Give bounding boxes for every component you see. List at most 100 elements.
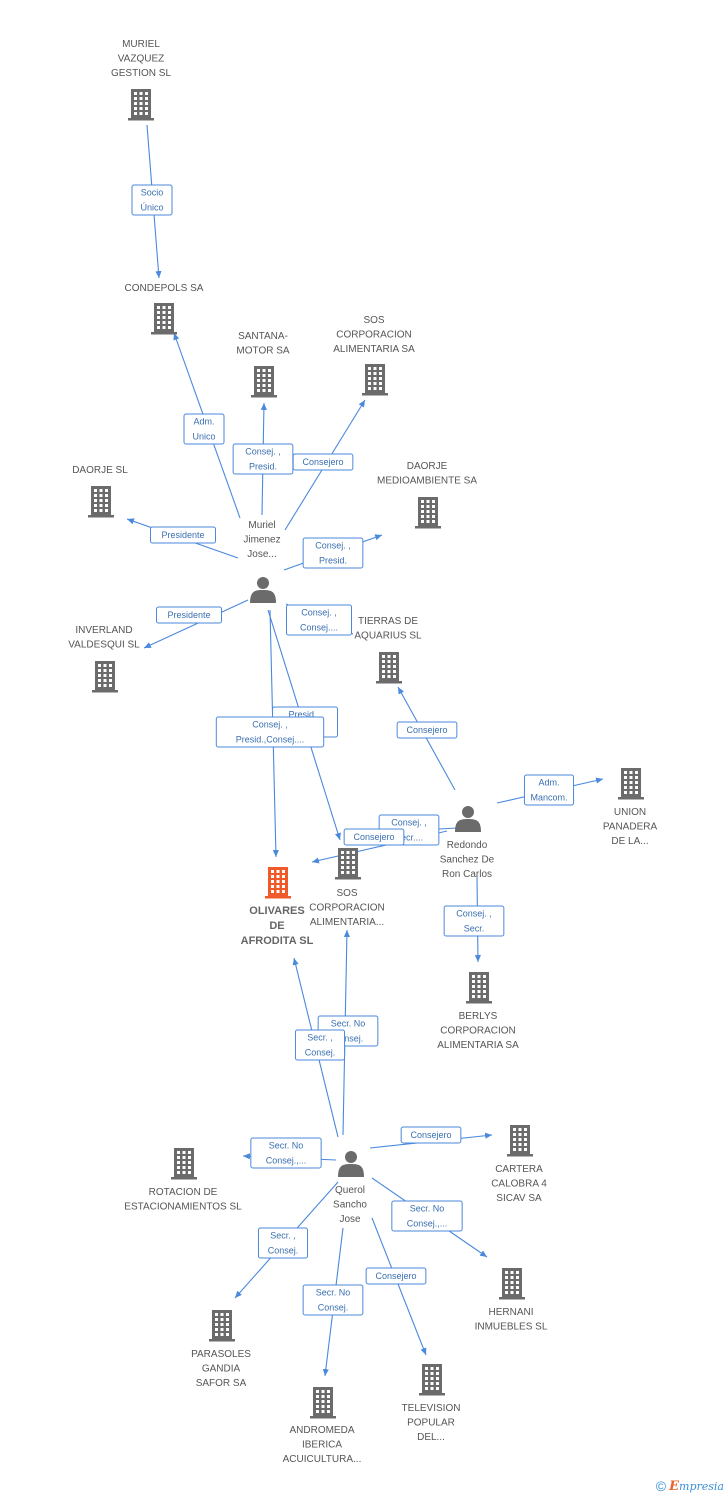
edge-label-box: [156, 606, 222, 624]
node-label-line: TELEVISION: [402, 1403, 461, 1414]
node-label: CONDEPOLS SA: [125, 283, 204, 294]
company-node-cartera[interactable]: CARTERA CALOBRA 4 SICAV SA: [491, 1125, 547, 1204]
edge-label-line: Consej. ,: [391, 818, 427, 828]
edge-label-muriel_jimenez-daorje[interactable]: Presidente: [150, 526, 216, 544]
edge-label-box: [396, 721, 458, 739]
building-icon: [415, 497, 441, 529]
node-label-line: DE: [269, 920, 284, 932]
building-icon: [209, 1310, 235, 1342]
edge-label-box: [400, 1126, 462, 1144]
edge-label-line: Presidente: [161, 530, 204, 540]
node-label-line: VALDESQUI SL: [68, 640, 140, 651]
company-node-daorje[interactable]: DAORJE SL: [72, 465, 128, 518]
edge-label-line: Consejero: [353, 832, 394, 842]
edge-label-box: [183, 413, 225, 445]
edge-label-line: Secr. No: [269, 1141, 304, 1151]
edge-label-box: [443, 905, 505, 937]
person-icon: [250, 577, 276, 603]
edge-label-line: Consejero: [406, 725, 447, 735]
node-label-line: Querol: [335, 1185, 365, 1196]
person-icon: [455, 806, 481, 832]
edge-label-box: [292, 453, 354, 471]
edge-label-text: Consejero: [353, 832, 394, 842]
node-label-line: SICAV SA: [496, 1193, 542, 1204]
edge-label-line: Unico: [192, 432, 215, 442]
building-icon: [376, 652, 402, 684]
edge-label-muriel_jimenez-daorje_med[interactable]: Consej. ,Presid.: [302, 537, 364, 569]
edge-label-box: [391, 1200, 463, 1232]
edge-label-querol-cartera[interactable]: Consejero: [400, 1126, 462, 1144]
node-label-line: ANDROMEDA: [289, 1425, 354, 1436]
edge-label-box: [150, 526, 216, 544]
edge-label-redondo-tierras[interactable]: Consejero: [396, 721, 458, 739]
node-label-line: Jimenez: [243, 535, 280, 546]
building-icon: [507, 1125, 533, 1157]
edge-label-line: Consejero: [375, 1271, 416, 1281]
edge-label-muriel_jimenez-tierras[interactable]: Consej. ,Consej....: [286, 604, 352, 636]
edge-label-line: Consej. ,: [245, 447, 281, 457]
node-label-line: ACUICULTURA...: [283, 1454, 362, 1465]
footer-brand[interactable]: © Empresia: [656, 1476, 724, 1496]
edge-label-querol-parasoles[interactable]: Secr. ,Consej.: [257, 1227, 309, 1259]
edge-label-muriel_jimenez-santana[interactable]: Consej. ,Presid.: [232, 443, 294, 475]
building-icon: [310, 1387, 336, 1419]
node-label-line: Sancho: [333, 1200, 367, 1211]
edge-label-line: Presid.: [319, 556, 347, 566]
edge-label-redondo-berlys[interactable]: Consej. ,Secr.: [443, 905, 505, 937]
edge-label-text: Presidente: [161, 530, 204, 540]
node-label-line: VAZQUEZ: [118, 54, 164, 65]
node-label-line: POPULAR: [407, 1418, 455, 1429]
node-label-line: CARTERA: [495, 1164, 543, 1175]
company-node-condepols[interactable]: CONDEPOLS SA: [125, 283, 204, 335]
edge-label-line: Presidente: [167, 610, 210, 620]
edge-label-text: Presidente: [167, 610, 210, 620]
company-node-santana[interactable]: SANTANA-MOTOR SA: [236, 331, 290, 398]
edge-label-querol-television[interactable]: Consejero: [365, 1267, 427, 1285]
building-icon: [335, 848, 361, 880]
edge-label-line: Único: [140, 203, 163, 213]
edge-label-redondo-olivares[interactable]: Consejero: [343, 828, 405, 846]
edge-label-querol-olivares[interactable]: Secr. ,Consej.: [294, 1029, 346, 1061]
edge-label-muriel_jimenez-sos_top[interactable]: Consejero: [292, 453, 354, 471]
edge-label-line: Secr. ,: [307, 1033, 333, 1043]
edge-label-muriel_jimenez-olivares[interactable]: Consej. ,Presid.,Consej....: [215, 716, 325, 748]
node-label-line: CALOBRA 4: [491, 1179, 547, 1190]
edge-label-muriel_jimenez-inverland[interactable]: Presidente: [156, 606, 222, 624]
edge-label-line: Secr. No: [316, 1288, 351, 1298]
edge-label-box: [257, 1227, 309, 1259]
edge-label-line: Consej. ,: [301, 608, 337, 618]
building-icon: [265, 867, 291, 899]
edge-label-line: Secr.: [464, 924, 485, 934]
edge-label-muriel_jimenez-condepols[interactable]: Adm.Unico: [183, 413, 225, 445]
edge-label-redondo-union[interactable]: Adm.Mancom.: [523, 774, 575, 806]
edge-label-box: [286, 604, 352, 636]
node-label-line: CORPORACION: [440, 1026, 516, 1037]
